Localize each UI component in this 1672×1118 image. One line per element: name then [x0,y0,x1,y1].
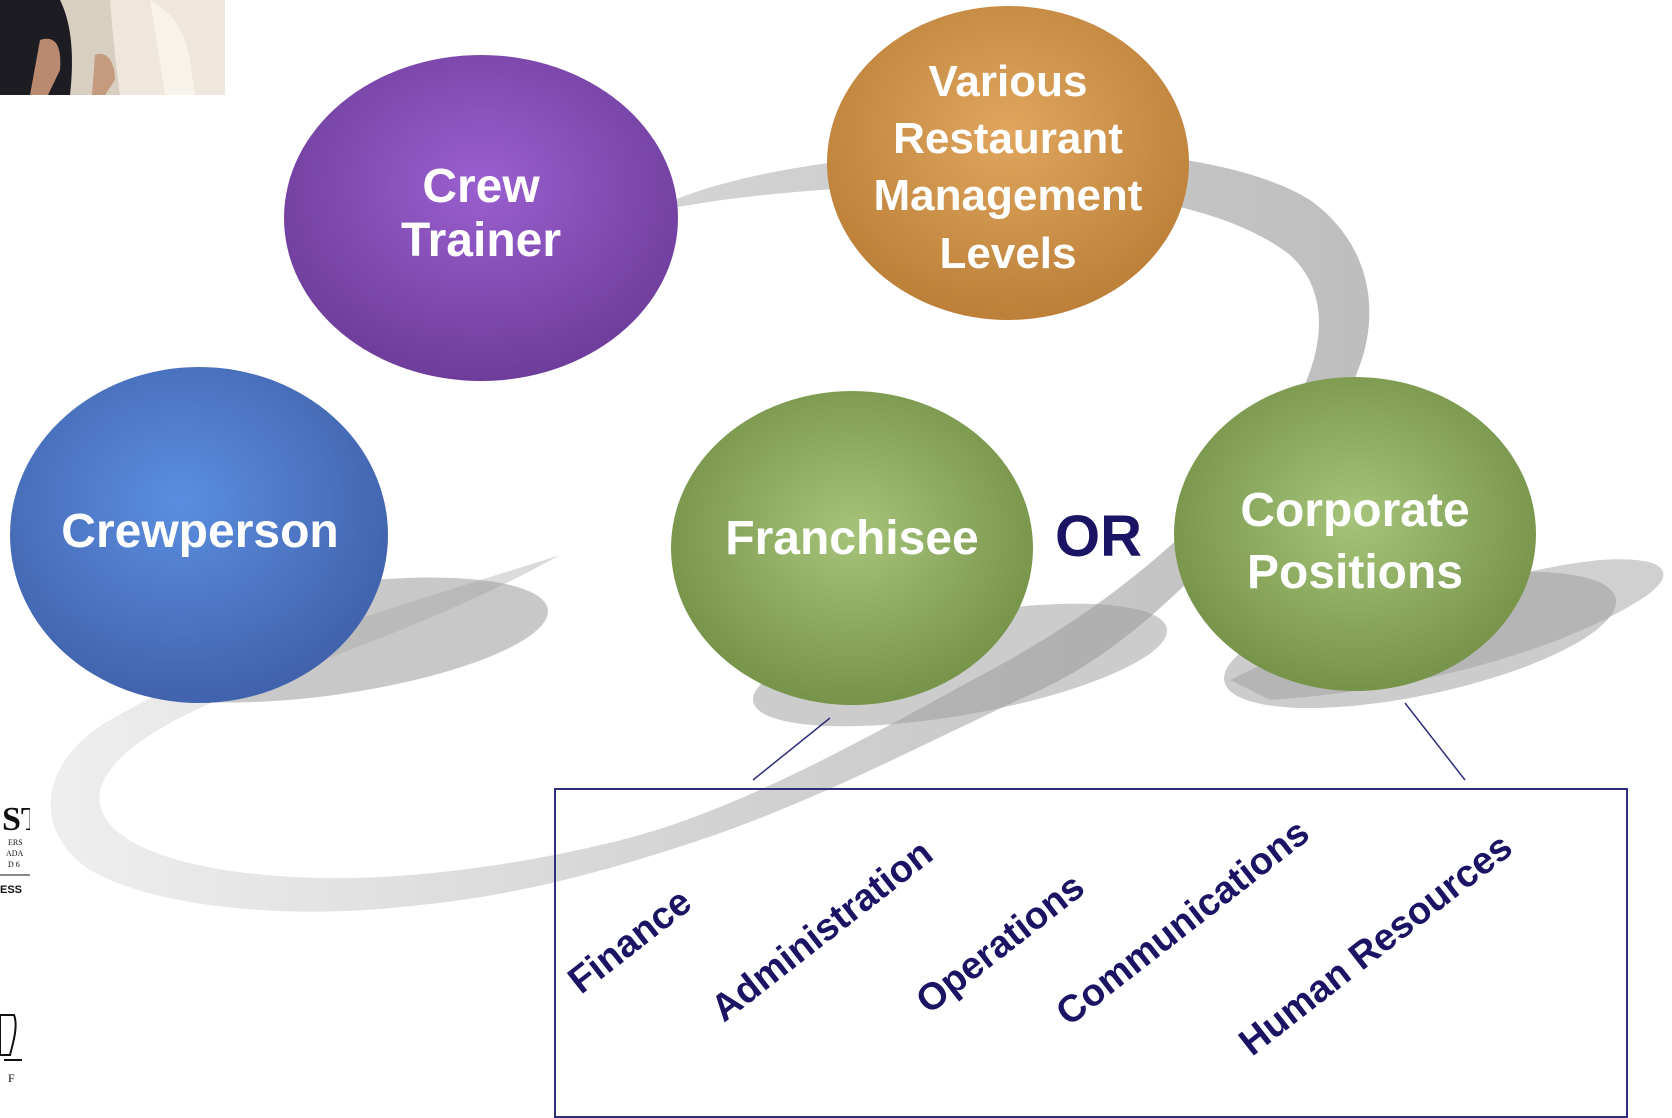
corporate-positions-line-1: Corporate [1240,484,1470,537]
crew-trainer-node [284,55,678,381]
svg-text:ADA: ADA [6,849,24,858]
svg-text:ERS: ERS [8,838,23,847]
restaurant-management-node [827,6,1189,320]
restaurant-management-line-3: Management [873,171,1143,221]
restaurant-management-line-2: Restaurant [893,114,1123,164]
crew-trainer-line-1: Crew [422,160,540,213]
seal-logo: F [0,1000,30,1089]
or-connector-label: OR [1055,504,1142,569]
crew-trainer-line-2: Trainer [400,213,562,267]
restaurant-management-line-4: Levels [939,228,1077,278]
franchisee-connector-line [752,717,831,781]
crewperson-text: Crewperson [61,505,339,558]
crew-trainer-label: Crew Trainer [331,160,631,268]
restaurant-management-label: Various Restaurant Management Levels [858,53,1158,282]
swoosh-ribbon [50,148,1370,912]
corporate-connector-line [1404,702,1466,781]
corporate-positions-label: Corporate Positions [1205,480,1505,605]
corporate-positions-line-2: Positions [1246,546,1464,600]
franchisee-node [671,391,1033,705]
franchisee-text: Franchisee [725,512,979,565]
franchisee-label: Franchisee [702,512,1002,566]
svg-text:F: F [8,1071,15,1085]
svg-text:D 6: D 6 [8,860,20,869]
departments-box [554,788,1628,1118]
crewperson-label: Crewperson [40,505,360,559]
people-photo [0,0,225,95]
corporate-positions-node [1174,377,1536,691]
restaurant-management-line-1: Various [928,57,1088,106]
diagram-graphics [10,6,1664,912]
svg-text:ESS: ESS [0,884,22,896]
crewperson-node [10,367,388,703]
